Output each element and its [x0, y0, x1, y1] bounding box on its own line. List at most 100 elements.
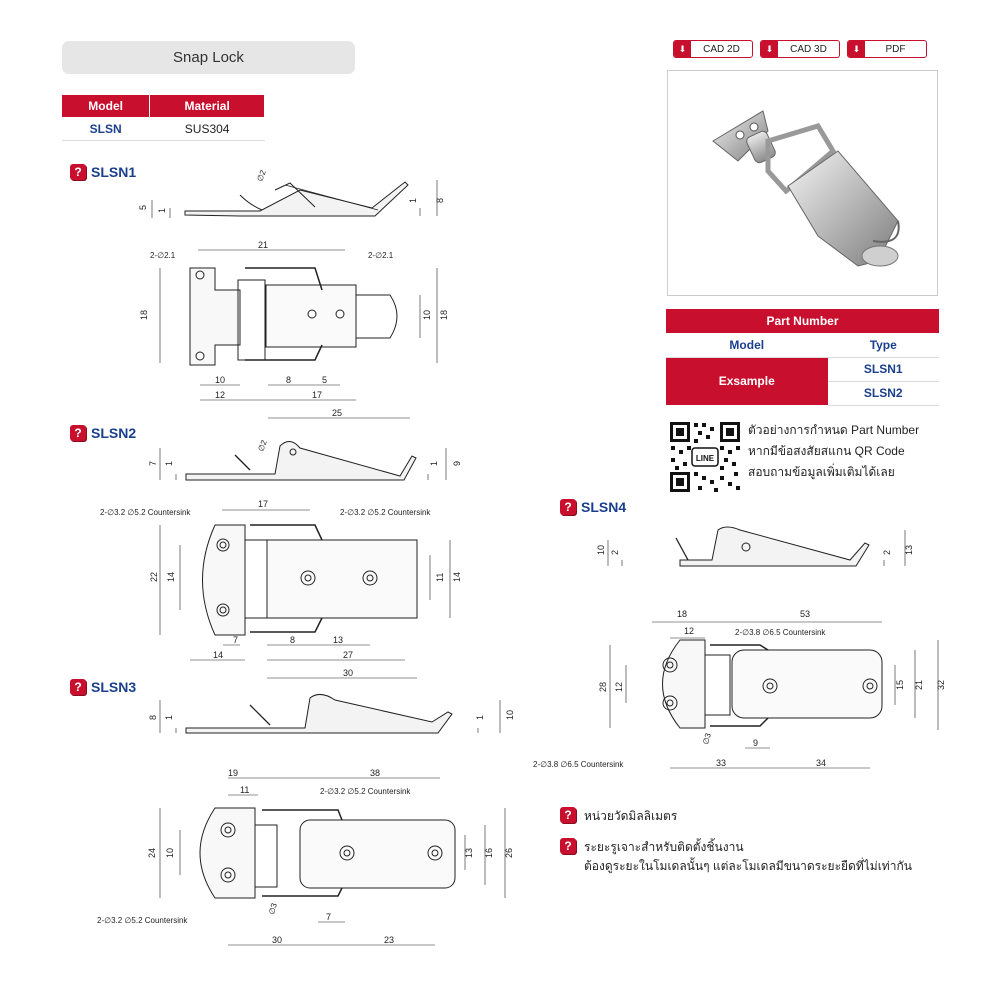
download-buttons: ⬇ CAD 2D ⬇ CAD 3D ⬇ PDF [673, 40, 927, 58]
dim-slsn3-t2: 38 [370, 768, 380, 778]
dim-slsn1-h-right2: 18 [439, 310, 449, 320]
dim-slsn2-b4: 27 [343, 650, 353, 660]
dim-slsn3-hl1: 10 [165, 848, 175, 858]
dim-slsn2-b1: 14 [213, 650, 223, 660]
download-icon: ⬇ [761, 41, 778, 57]
notes: ? หน่วยวัดมิลลิเมตร ? ระยะรูเจาะสำหรับติ… [560, 807, 912, 888]
pdf-button[interactable]: ⬇ PDF [847, 40, 927, 58]
part-number-title: Part Number [666, 309, 939, 333]
dim-slsn1-h-left: 18 [139, 310, 149, 320]
slsn4-side-view: 10 2 2 13 [596, 526, 914, 567]
qr-text: ตัวอย่างการกำหนด Part Number หากมีข้อสงส… [748, 420, 919, 483]
dim-slsn4-hr1: 21 [914, 680, 924, 690]
qr-code[interactable]: LINE [668, 420, 742, 494]
slsn3-top-view: 19 11 38 2-∅3.2 ∅5.2 Countersink 2-∅3.2 … [97, 768, 514, 946]
pn-header-type: Type [827, 333, 939, 358]
dim-slsn1-hole-left: 2-∅2.1 [150, 251, 176, 260]
note-holes-line1: ระยะรูเจาะสำหรับติดตั้งชิ้นงาน [584, 840, 744, 854]
dim-slsn3-hole-bottom: 2-∅3.2 ∅5.2 Countersink [97, 916, 188, 925]
question-icon[interactable]: ? [560, 807, 576, 823]
dim-slsn4-hole-top: 2-∅3.8 ∅6.5 Countersink [735, 628, 826, 637]
dim-slsn1-b1: 12 [215, 390, 225, 400]
dim-slsn2-b0: 7 [233, 635, 238, 645]
dim-slsn3-t0: 19 [228, 768, 238, 778]
question-icon[interactable]: ? [70, 679, 86, 695]
question-icon[interactable]: ? [70, 425, 86, 441]
pdf-label: PDF [885, 43, 906, 55]
slsn4-top-view: 18 12 53 2-∅3.8 ∅6.5 Countersink 2-∅3.8 … [533, 609, 946, 769]
slsn2-top-view: 17 2-∅3.2 ∅5.2 Countersink 2-∅3.2 ∅5.2 C… [100, 499, 462, 679]
qr-text-line3: สอบถามข้อมูลเพิ่มเติมได้เลย [748, 465, 895, 479]
dim-slsn3-hl0: 24 [147, 848, 157, 858]
slsn1-top-view: 21 2-∅2.1 2-∅2.1 18 10 18 10 12 8 5 17 2… [139, 240, 449, 419]
slsn2-side-view: 7 1 1 9 ∅2 [148, 438, 462, 481]
dim-slsn3-b2: 23 [384, 935, 394, 945]
dim-slsn2-side-1: 1 [164, 461, 174, 466]
dim-slsn4-b0: 9 [753, 738, 758, 748]
page-title: Snap Lock [62, 41, 355, 74]
dim-slsn4-dia: ∅3 [701, 732, 713, 746]
product-photo [667, 70, 938, 296]
download-icon: ⬇ [848, 41, 865, 57]
spec-material-value: SUS304 [149, 117, 265, 141]
section-slsn1-label: SLSN1 [91, 164, 137, 180]
pn-type-1: SLSN1 [827, 357, 939, 382]
slsn3-side-view: 8 1 1 10 [148, 694, 515, 734]
dim-slsn3-b0: 7 [326, 912, 331, 922]
dim-slsn4-hl1: 12 [614, 682, 624, 692]
question-icon[interactable]: ? [560, 838, 576, 854]
dim-slsn2-dia: ∅2 [256, 438, 269, 452]
dim-slsn4-side-3: 13 [904, 545, 914, 555]
dim-slsn4-b2: 34 [816, 758, 826, 768]
question-icon[interactable]: ? [560, 499, 576, 515]
dim-slsn2-hl1: 14 [166, 572, 176, 582]
dim-slsn4-hr0: 15 [895, 680, 905, 690]
pn-example-label: Exsample [666, 357, 828, 405]
section-slsn2: ? SLSN2 [70, 425, 136, 441]
dim-slsn4-hole-bottom: 2-∅3.8 ∅6.5 Countersink [533, 760, 624, 769]
cad-3d-button[interactable]: ⬇ CAD 3D [760, 40, 840, 58]
dim-slsn1-side-0: 5 [138, 205, 148, 210]
slsn1-side-view: 5 1 1 8 ∅2 [138, 168, 445, 218]
dim-slsn2-side-0: 7 [148, 461, 158, 466]
dim-slsn4-t1: 12 [684, 626, 694, 636]
dim-slsn2-b2: 8 [290, 635, 295, 645]
qr-text-line2: หากมีข้อสงสัยสแกน QR Code [748, 444, 905, 458]
dim-slsn2-hl0: 22 [149, 572, 159, 582]
dim-slsn1-b2: 8 [286, 375, 291, 385]
dim-slsn4-hl0: 28 [598, 682, 608, 692]
dim-slsn2-hole-left: 2-∅3.2 ∅5.2 Countersink [100, 508, 191, 517]
question-icon[interactable]: ? [70, 164, 86, 180]
note-units: ? หน่วยวัดมิลลิเมตร [560, 807, 912, 826]
dim-slsn1-b3: 5 [322, 375, 327, 385]
dim-slsn1-side-1: 1 [157, 208, 167, 213]
note-units-text: หน่วยวัดมิลลิเมตร [584, 809, 678, 823]
dim-slsn4-b1: 33 [716, 758, 726, 768]
dim-slsn3-t1: 11 [240, 785, 249, 795]
dim-slsn3-side-0: 8 [148, 715, 158, 720]
dim-slsn2-top: 17 [258, 499, 268, 509]
section-slsn4-label: SLSN4 [581, 499, 627, 515]
dim-slsn1-top: 21 [258, 240, 268, 250]
dim-slsn3-side-1: 1 [164, 715, 174, 720]
dim-slsn4-side-0: 10 [596, 545, 606, 555]
dim-slsn1-side-2: 1 [408, 198, 418, 203]
qr-block: LINE ตัวอย่างการกำหนด Part Number หากมีข… [668, 420, 919, 494]
pn-type-2: SLSN2 [827, 381, 939, 406]
section-slsn4: ? SLSN4 [560, 499, 626, 515]
dim-slsn3-b1: 30 [272, 935, 282, 945]
dim-slsn2-hr0: 11 [435, 573, 445, 582]
qr-text-line1: ตัวอย่างการกำหนด Part Number [748, 423, 920, 437]
dim-slsn3-hole-top: 2-∅3.2 ∅5.2 Countersink [320, 787, 411, 796]
spec-model-value: SLSN [61, 117, 150, 141]
dim-slsn1-side-3: 8 [435, 198, 445, 203]
download-icon: ⬇ [674, 41, 691, 57]
dim-slsn2-b5: 30 [343, 668, 353, 678]
cad-2d-label: CAD 2D [703, 43, 740, 55]
dim-slsn3-dia: ∅3 [267, 902, 279, 916]
dim-slsn1-dia: ∅2 [255, 168, 268, 182]
dim-slsn1-h-right: 10 [422, 310, 432, 320]
dim-slsn1-hole-right: 2-∅2.1 [368, 251, 394, 260]
cad-2d-button[interactable]: ⬇ CAD 2D [673, 40, 753, 58]
part-number-table: Part Number Model Type Exsample SLSN1 SL… [666, 309, 939, 406]
